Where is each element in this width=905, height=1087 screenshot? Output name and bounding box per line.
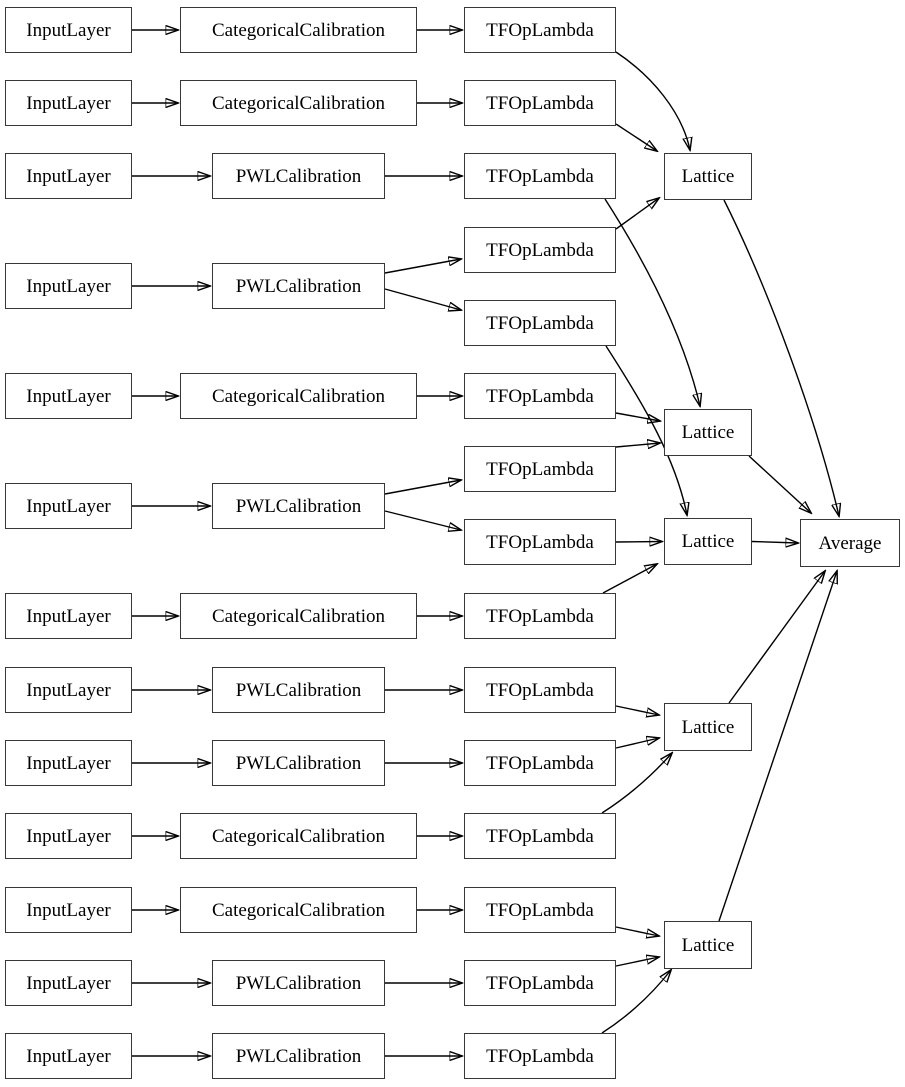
node-categoricalcalibration-cat3: CategoricalCalibration bbox=[180, 373, 417, 419]
node-lattice-lat5: Lattice bbox=[664, 921, 752, 969]
node-categoricalcalibration-cat5: CategoricalCalibration bbox=[180, 813, 417, 859]
node-tfoplambda-tfo7: TFOpLambda bbox=[464, 446, 616, 492]
edge-lat1-avg bbox=[723, 199, 839, 516]
node-inputlayer-in11: InputLayer bbox=[5, 887, 132, 933]
node-tfoplambda-tfo14: TFOpLambda bbox=[464, 960, 616, 1006]
node-inputlayer-in3: InputLayer bbox=[5, 153, 132, 199]
edge-tfo11-lat4 bbox=[615, 738, 659, 749]
edge-pwl3-tfo7 bbox=[384, 480, 461, 495]
node-pwlcalibration-pwl6: PWLCalibration bbox=[212, 960, 385, 1006]
edge-tfo1-lat1 bbox=[615, 51, 690, 150]
node-tfoplambda-tfo8: TFOpLambda bbox=[464, 519, 616, 565]
edge-tfo10-lat4 bbox=[615, 705, 659, 715]
node-tfoplambda-tfo11: TFOpLambda bbox=[464, 740, 616, 786]
node-inputlayer-in4: InputLayer bbox=[5, 263, 132, 309]
node-lattice-lat4: Lattice bbox=[664, 703, 752, 751]
node-pwlcalibration-pwl5: PWLCalibration bbox=[212, 740, 385, 786]
edge-lat5-avg bbox=[718, 571, 837, 922]
node-tfoplambda-tfo9: TFOpLambda bbox=[464, 593, 616, 639]
node-lattice-lat1: Lattice bbox=[664, 153, 752, 200]
node-categoricalcalibration-cat2: CategoricalCalibration bbox=[180, 80, 417, 126]
edge-tfo14-lat5 bbox=[615, 957, 659, 967]
node-tfoplambda-tfo3: TFOpLambda bbox=[464, 153, 616, 199]
node-inputlayer-in9: InputLayer bbox=[5, 740, 132, 786]
edge-tfo12-lat4 bbox=[601, 753, 672, 814]
node-pwlcalibration-pwl4: PWLCalibration bbox=[212, 667, 385, 713]
node-inputlayer-in6: InputLayer bbox=[5, 483, 132, 529]
edge-lat2-avg bbox=[748, 455, 811, 513]
edge-tfo2-lat1 bbox=[615, 123, 657, 151]
node-inputlayer-in13: InputLayer bbox=[5, 1033, 132, 1079]
node-tfoplambda-tfo6: TFOpLambda bbox=[464, 373, 616, 419]
node-pwlcalibration-pwl3: PWLCalibration bbox=[212, 483, 385, 529]
node-categoricalcalibration-cat6: CategoricalCalibration bbox=[180, 887, 417, 933]
node-tfoplambda-tfo1: TFOpLambda bbox=[464, 7, 616, 53]
node-pwlcalibration-pwl7: PWLCalibration bbox=[212, 1033, 385, 1079]
edge-tfo7-lat2 bbox=[615, 443, 660, 447]
node-inputlayer-in12: InputLayer bbox=[5, 960, 132, 1006]
edge-tfo4-lat1 bbox=[615, 198, 659, 230]
node-tfoplambda-tfo13: TFOpLambda bbox=[464, 887, 616, 933]
node-tfoplambda-tfo5: TFOpLambda bbox=[464, 300, 616, 346]
node-average-avg: Average bbox=[800, 519, 900, 567]
node-inputlayer-in2: InputLayer bbox=[5, 80, 132, 126]
node-inputlayer-in7: InputLayer bbox=[5, 593, 132, 639]
node-tfoplambda-tfo4: TFOpLambda bbox=[464, 227, 616, 273]
edge-tfo3-lat2 bbox=[604, 198, 700, 406]
edge-pwl2-tfo5 bbox=[384, 288, 461, 310]
node-tfoplambda-tfo15: TFOpLambda bbox=[464, 1033, 616, 1079]
edge-tfo5-lat3 bbox=[605, 345, 687, 515]
node-tfoplambda-tfo10: TFOpLambda bbox=[464, 667, 616, 713]
node-categoricalcalibration-cat4: CategoricalCalibration bbox=[180, 593, 417, 639]
node-categoricalcalibration-cat1: CategoricalCalibration bbox=[180, 7, 417, 53]
edge-lat4-avg bbox=[728, 571, 825, 704]
node-tfoplambda-tfo12: TFOpLambda bbox=[464, 813, 616, 859]
node-inputlayer-in5: InputLayer bbox=[5, 373, 132, 419]
edge-tfo15-lat5 bbox=[601, 970, 671, 1034]
node-inputlayer-in10: InputLayer bbox=[5, 813, 132, 859]
node-inputlayer-in8: InputLayer bbox=[5, 667, 132, 713]
node-lattice-lat3: Lattice bbox=[664, 518, 752, 565]
edge-pwl2-tfo4 bbox=[384, 259, 461, 274]
node-tfoplambda-tfo2: TFOpLambda bbox=[464, 80, 616, 126]
node-pwlcalibration-pwl2: PWLCalibration bbox=[212, 263, 385, 309]
edge-tfo13-lat5 bbox=[615, 926, 659, 936]
edge-tfo6-lat2 bbox=[615, 412, 660, 421]
node-pwlcalibration-pwl1: PWLCalibration bbox=[212, 153, 385, 199]
node-inputlayer-in1: InputLayer bbox=[5, 7, 132, 53]
edge-pwl3-tfo8 bbox=[384, 510, 461, 530]
edge-tfo8-lat3 bbox=[615, 542, 662, 543]
edge-tfo9-lat3 bbox=[602, 564, 657, 594]
edge-lat3-avg bbox=[751, 542, 798, 544]
node-lattice-lat2: Lattice bbox=[664, 409, 752, 456]
